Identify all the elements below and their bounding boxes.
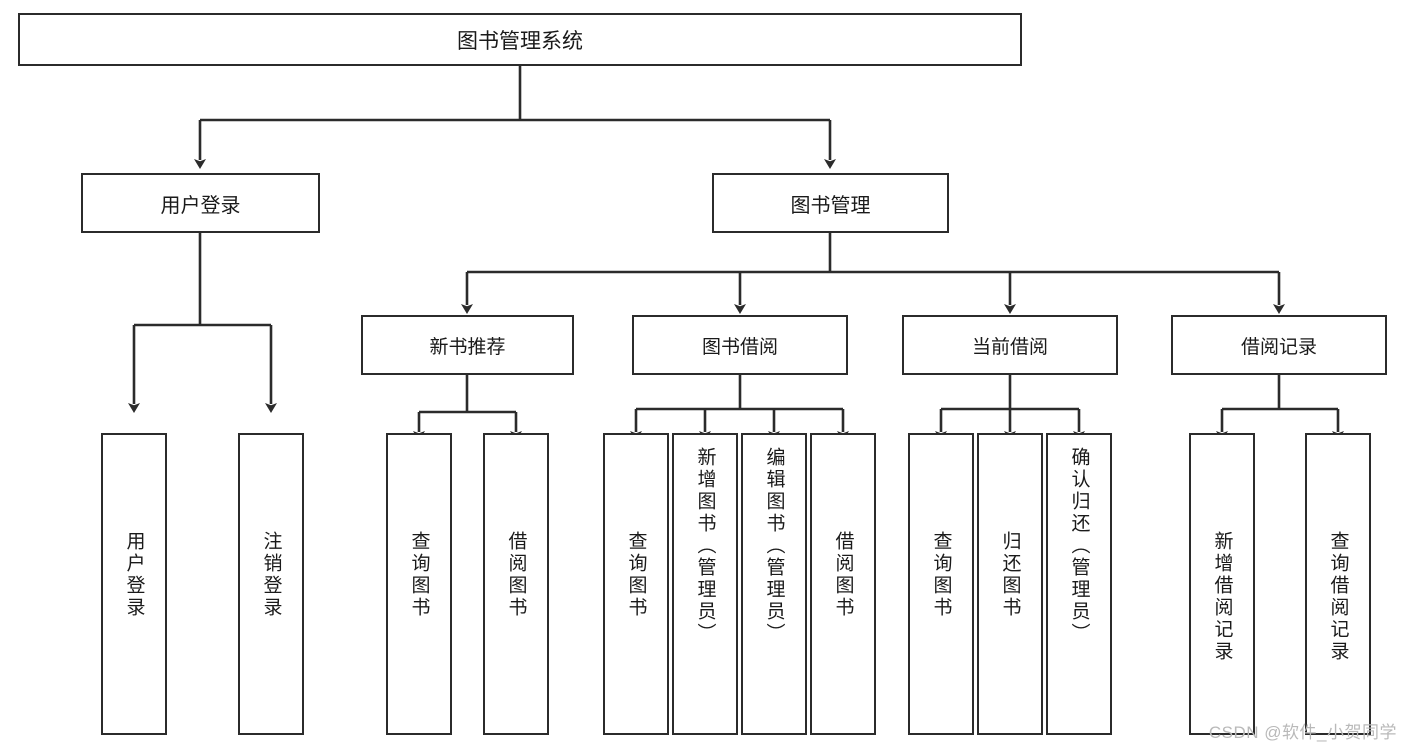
node-leaf-query-record[interactable]: 查询借阅记录: [1305, 433, 1371, 735]
node-current-borrow-label: 当前借阅: [971, 336, 1048, 358]
node-book-borrow-label: 图书借阅: [701, 336, 778, 358]
node-leaf-add-record-label: 新增借阅记录: [1211, 531, 1233, 663]
node-leaf-query-book-2[interactable]: 查询图书: [603, 433, 669, 735]
node-leaf-logout-login-label: 注销登录: [260, 531, 282, 619]
node-root[interactable]: 图书管理系统: [18, 13, 1022, 66]
node-leaf-add-book[interactable]: 新增图书（管理员）: [672, 433, 738, 735]
node-leaf-confirm-return[interactable]: 确认归还（管理员）: [1046, 433, 1112, 735]
csdn-watermark: CSDN @软件_小贺同学: [1208, 723, 1397, 742]
node-leaf-return-book-label: 归还图书: [999, 531, 1021, 619]
node-leaf-query-book-3-label: 查询图书: [930, 531, 952, 619]
node-leaf-confirm-return-label: 确认归还（管理员）: [1068, 447, 1090, 645]
node-root-label: 图书管理系统: [457, 29, 583, 53]
node-leaf-query-book-2-label: 查询图书: [625, 531, 647, 619]
node-leaf-logout-login[interactable]: 注销登录: [238, 433, 304, 735]
node-user-login-label: 用户登录: [160, 194, 241, 217]
node-current-borrow[interactable]: 当前借阅: [902, 315, 1118, 375]
node-leaf-borrow-book-2-label: 借阅图书: [832, 531, 854, 619]
node-leaf-query-book-3[interactable]: 查询图书: [908, 433, 974, 735]
node-leaf-edit-book-label: 编辑图书（管理员）: [763, 447, 785, 645]
node-leaf-borrow-book-1-label: 借阅图书: [505, 531, 527, 619]
node-leaf-query-record-label: 查询借阅记录: [1327, 531, 1349, 663]
node-leaf-add-book-label: 新增图书（管理员）: [694, 447, 716, 645]
node-book-borrow[interactable]: 图书借阅: [632, 315, 848, 375]
node-leaf-user-login-label: 用户登录: [123, 531, 145, 619]
node-new-book-recommend[interactable]: 新书推荐: [361, 315, 574, 375]
node-book-management-label: 图书管理: [790, 194, 871, 217]
node-leaf-query-book-1[interactable]: 查询图书: [386, 433, 452, 735]
node-new-book-recommend-label: 新书推荐: [429, 336, 506, 358]
node-leaf-borrow-book-1[interactable]: 借阅图书: [483, 433, 549, 735]
node-borrow-record-label: 借阅记录: [1240, 336, 1317, 358]
node-leaf-borrow-book-2[interactable]: 借阅图书: [810, 433, 876, 735]
node-leaf-add-record[interactable]: 新增借阅记录: [1189, 433, 1255, 735]
node-leaf-edit-book[interactable]: 编辑图书（管理员）: [741, 433, 807, 735]
node-borrow-record[interactable]: 借阅记录: [1171, 315, 1387, 375]
node-book-management[interactable]: 图书管理: [712, 173, 949, 233]
node-leaf-user-login[interactable]: 用户登录: [101, 433, 167, 735]
node-user-login[interactable]: 用户登录: [81, 173, 320, 233]
node-leaf-return-book[interactable]: 归还图书: [977, 433, 1043, 735]
node-leaf-query-book-1-label: 查询图书: [408, 531, 430, 619]
